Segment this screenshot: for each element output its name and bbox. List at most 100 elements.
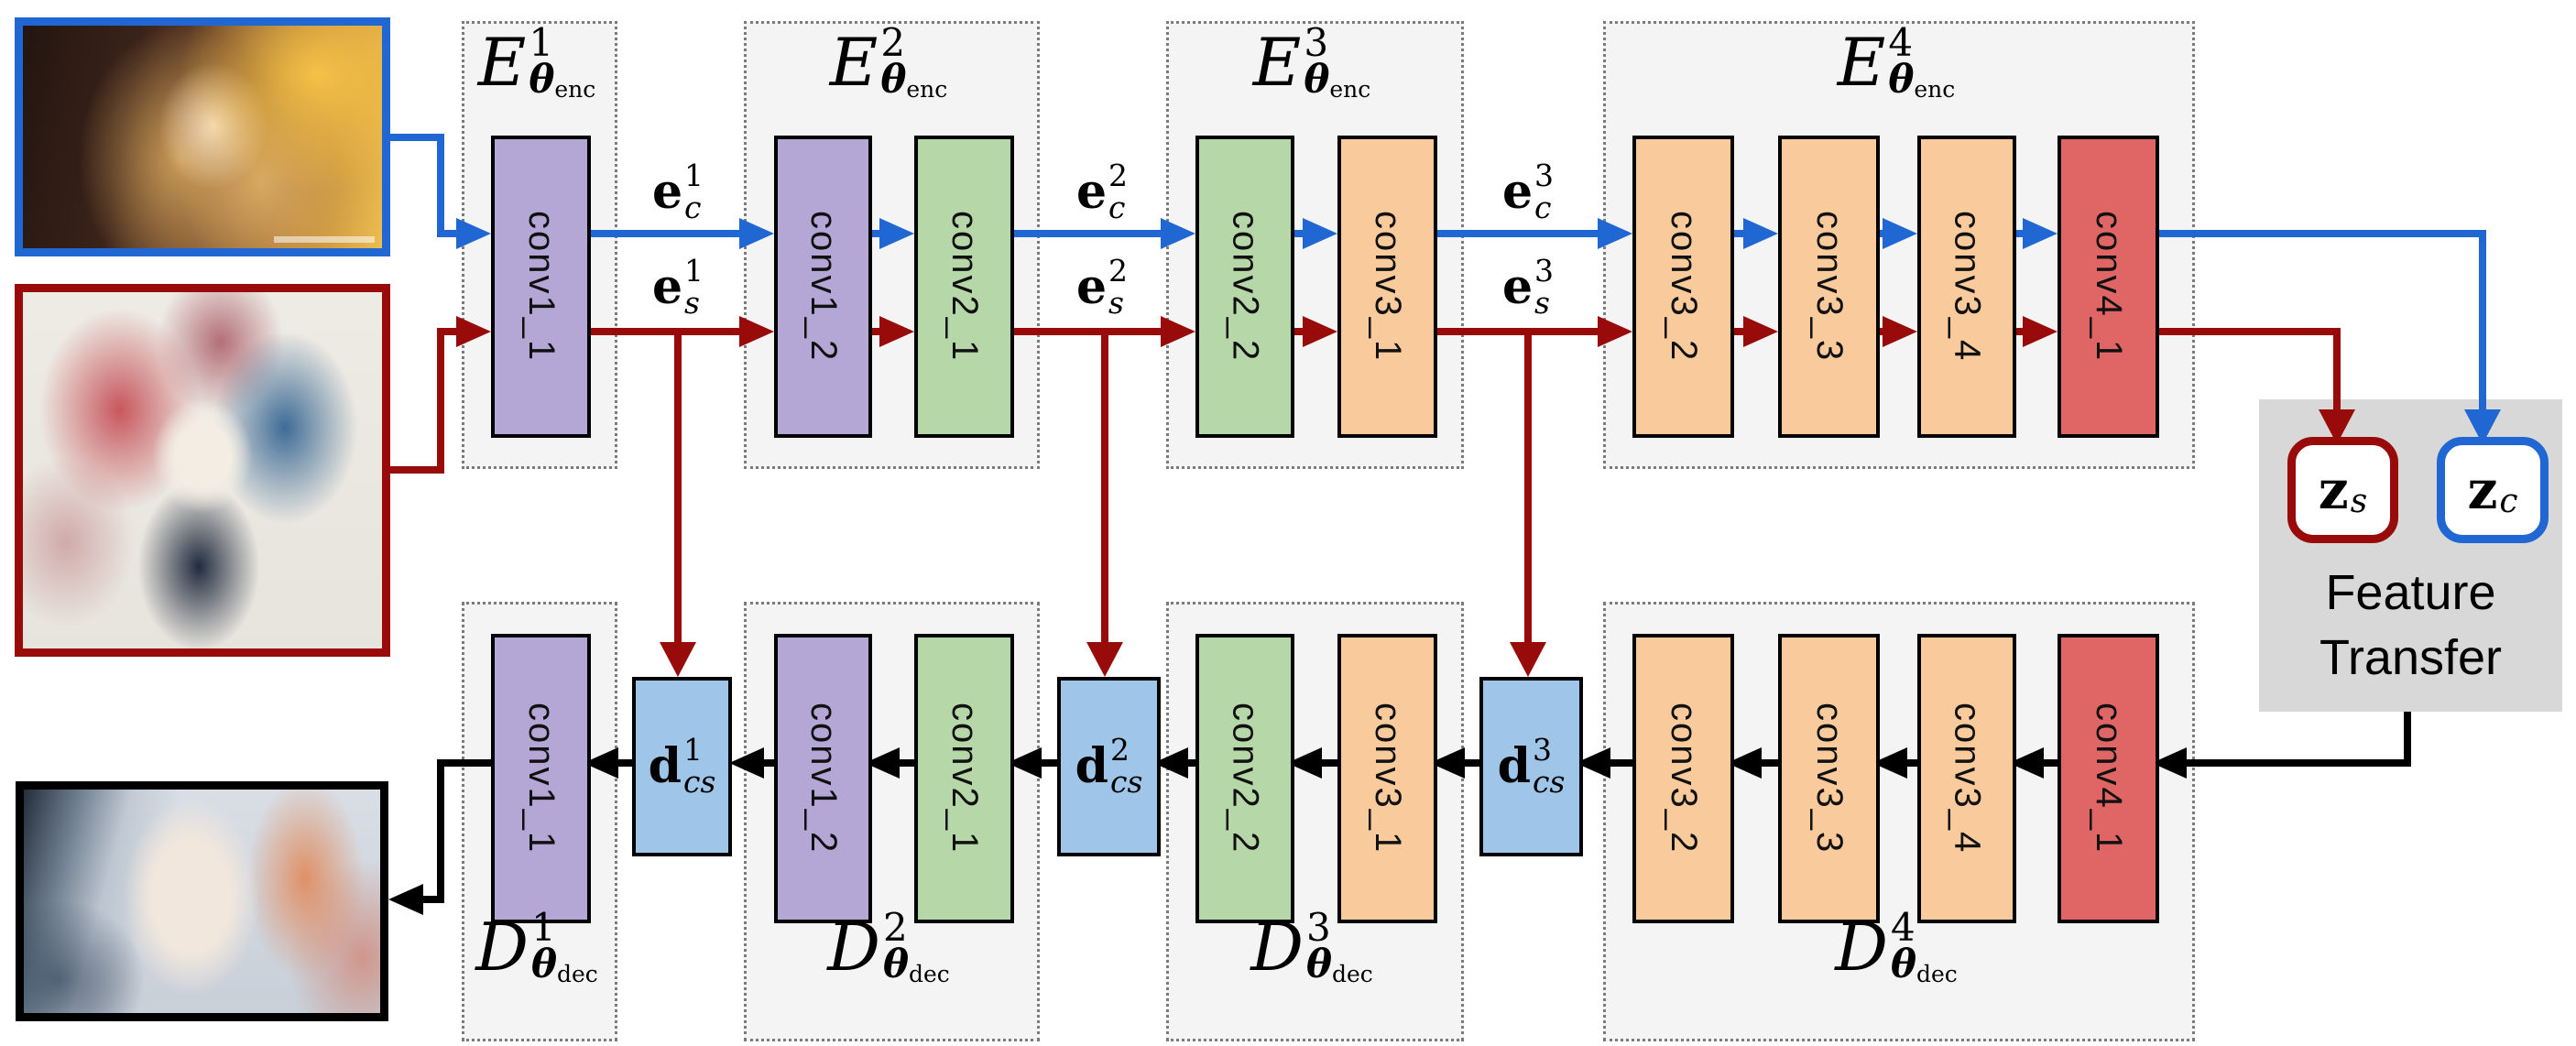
style-flow-line: [1727, 328, 1751, 335]
style-flow-line: [2152, 328, 2341, 335]
style-flow-arrowhead: [456, 316, 491, 347]
style-flow-line: [1287, 328, 1310, 335]
enc-conv2_1: conv2_1: [914, 136, 1014, 438]
enc-conv1_2: conv1_2: [774, 136, 872, 438]
style-flow-line: [1101, 328, 1108, 646]
dec-conv3_2: conv3_2: [1632, 634, 1734, 923]
decode-flow-line: [1603, 759, 1632, 767]
content-flow-line: [2479, 230, 2486, 417]
decode-flow-line: [1315, 759, 1337, 767]
decode-flow-arrowhead: [729, 747, 764, 779]
decode-flow-line: [1900, 759, 1917, 767]
style-flow-arrowhead: [1883, 316, 1917, 347]
content-flow-line: [865, 230, 887, 237]
content-flow-arrowhead: [1883, 218, 1917, 249]
content-flow-line: [441, 230, 464, 237]
style-flow-line: [441, 328, 464, 335]
content-flow-line: [1727, 230, 1751, 237]
style-flow-arrowhead: [1743, 316, 1778, 347]
content-portrait: [23, 26, 382, 248]
decode-flow-line: [437, 759, 444, 903]
style-flow-arrowhead: [2023, 316, 2058, 347]
decode-flow-arrowhead: [388, 884, 423, 915]
content-flow-arrowhead: [879, 218, 914, 249]
decode-flow-line: [892, 759, 914, 767]
decode-flow-line: [1754, 759, 1778, 767]
style-flow-line: [1524, 328, 1532, 646]
enc-conv2_2: conv2_2: [1195, 136, 1294, 438]
content-flow-arrowhead: [1303, 218, 1337, 249]
style-flow-line: [390, 466, 444, 474]
stylized-output-image: [16, 781, 388, 1021]
content-flow-line: [1430, 230, 1605, 237]
style-flow-line: [674, 328, 682, 646]
style-flow-arrowhead: [1598, 316, 1632, 347]
style-flow-arrowhead: [1510, 642, 1546, 677]
enc-conv3_1: conv3_1: [1337, 136, 1437, 438]
style-flow-line: [1007, 328, 1168, 335]
style-flow-arrowhead: [1303, 316, 1337, 347]
stylized-portrait: [24, 790, 380, 1013]
feature-transfer-caption: Feature Transfer: [2319, 565, 2503, 685]
dec-conv3_1: conv3_1: [1337, 634, 1437, 923]
decode-flow-line: [1457, 759, 1479, 767]
dec-conv3_3: conv3_3: [1778, 634, 1880, 923]
decode-flow-line: [1034, 759, 1057, 767]
content-flow-arrowhead: [1598, 218, 1632, 249]
style-flow-line: [584, 328, 747, 335]
decode-flow-line: [2179, 759, 2411, 767]
content-flow-line: [437, 134, 444, 237]
decode-flow-line: [416, 896, 444, 903]
style-flow-arrowhead: [1161, 316, 1195, 347]
dec-conv4_1: conv4_1: [2058, 634, 2159, 923]
dec-conv1_1: conv1_1: [491, 634, 591, 923]
content-flow-arrowhead: [1743, 218, 1778, 249]
content-image: [15, 17, 390, 256]
enc-conv4_1: conv4_1: [2058, 136, 2159, 438]
style-flow-arrowhead: [879, 316, 914, 347]
style-flow-arrowhead: [1086, 642, 1123, 677]
content-flow-line: [2152, 230, 2486, 237]
content-flow-line: [1287, 230, 1310, 237]
style-flow-arrowhead: [660, 642, 696, 677]
style-flow-line: [865, 328, 887, 335]
content-flow-arrowhead: [739, 218, 774, 249]
content-flow-line: [2009, 230, 2030, 237]
content-flow-arrowhead: [2023, 218, 2058, 249]
decode-flow-line: [437, 759, 491, 767]
content-flow-line: [584, 230, 747, 237]
content-flow-line: [1007, 230, 1168, 237]
style-flow-line: [437, 328, 444, 474]
content-flow-arrowhead: [456, 218, 491, 249]
enc-conv1_1: conv1_1: [491, 136, 591, 438]
enc-conv3_2: conv3_2: [1632, 136, 1734, 438]
content-flow-line: [1872, 230, 1890, 237]
style-flow-line: [2333, 328, 2341, 417]
style-painting: [23, 292, 382, 648]
style-image: [15, 284, 390, 657]
decode-flow-line: [2404, 712, 2411, 767]
dec-conv1_2: conv1_2: [774, 634, 872, 923]
enc-conv3_3: conv3_3: [1778, 136, 1880, 438]
dec-conv2_1: conv2_1: [914, 634, 1014, 923]
dec-conv3_4: conv3_4: [1917, 634, 2016, 923]
style-flow-line: [2009, 328, 2030, 335]
